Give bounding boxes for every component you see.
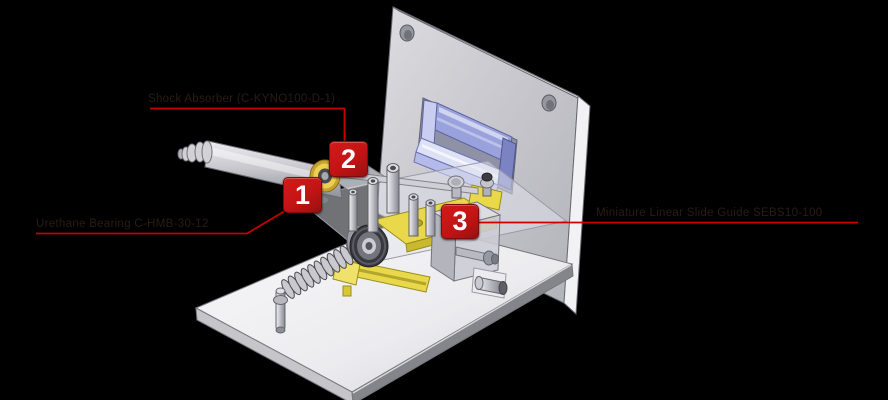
absorber-adjuster-rings	[177, 140, 213, 164]
part-label-1: Urethane Bearing C-HMB-30-12	[36, 218, 209, 230]
callout-2-marker: 2	[329, 141, 368, 177]
leader-lines	[36, 107, 858, 235]
edge-bracket-pin	[471, 267, 508, 299]
leader-line-callout-1	[36, 210, 285, 235]
spring-anchor-pin	[273, 287, 288, 334]
callout-3-marker: 3	[441, 204, 479, 239]
callout-1-number: 1	[294, 179, 311, 210]
part-label-2: Shock Absorber (C-KYNO100-D-1)	[148, 93, 336, 105]
knob-bolt	[480, 172, 494, 197]
part-label-3: Miniature Linear Slide Guide SEBS10-100	[596, 207, 823, 219]
leader-line-callout-2	[150, 107, 346, 142]
callout-2-number: 2	[340, 143, 357, 174]
callout-1-marker: 1	[283, 177, 322, 213]
cam-roller	[346, 224, 389, 268]
callout-3-number: 3	[452, 206, 468, 236]
mounting-screws	[348, 163, 494, 237]
hex-bolt	[447, 175, 465, 199]
